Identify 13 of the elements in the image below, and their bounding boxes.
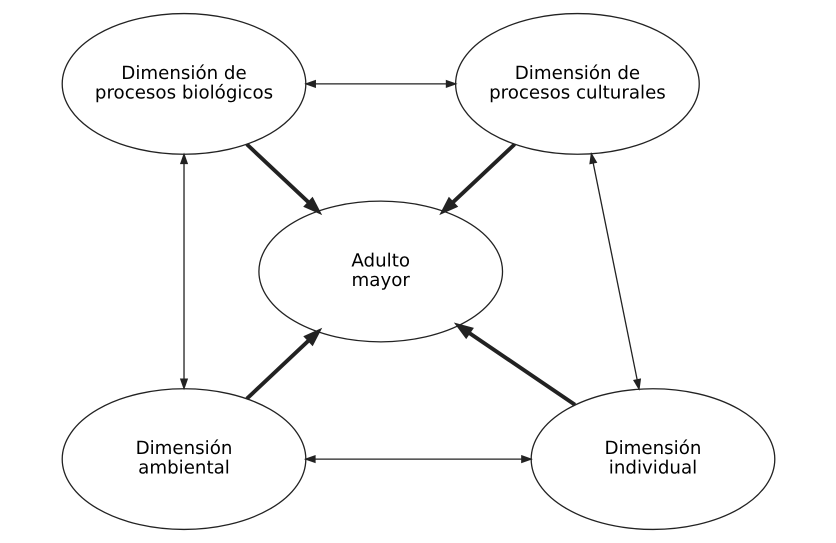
arrow <box>438 142 516 216</box>
arrow <box>588 152 641 391</box>
node-ellipse: Dimensión ambiental <box>61 388 306 530</box>
node-ellipse: Dimensión de procesos biológicos <box>61 12 306 155</box>
node-ellipse: Dimensión de procesos culturales <box>454 12 700 155</box>
arrow <box>244 142 322 216</box>
node-ellipse: Dimensión individual <box>530 388 775 530</box>
arrow <box>304 80 458 88</box>
arrow <box>179 152 188 390</box>
arrow <box>245 328 322 400</box>
arrow <box>303 454 532 464</box>
node-ellipse: Adulto mayor <box>258 200 503 342</box>
arrow <box>453 322 576 406</box>
